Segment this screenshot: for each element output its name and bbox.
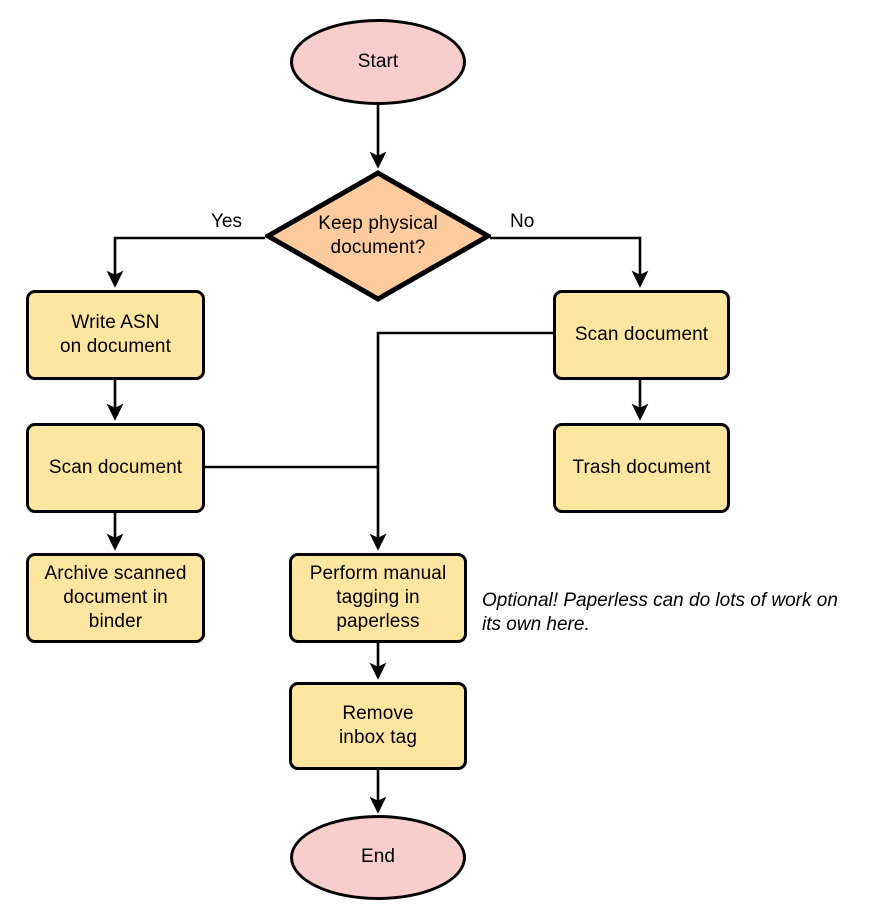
edge-label-yes: Yes [211, 211, 242, 232]
node-archive-label-line1: Archive scanned [44, 562, 187, 584]
node-remove-inbox-label-line2: inbox tag [338, 727, 417, 748]
node-write-asn-label-line2: on document [60, 336, 171, 357]
node-archive-scanned-document[interactable]: Archive scanned document in binder [26, 553, 205, 643]
node-decision-label-line2: document? [330, 237, 426, 258]
node-archive-label-line3: binder [88, 611, 143, 633]
node-archive-label: Archive scanned document in binder [45, 562, 187, 635]
node-decision-keep-physical-document[interactable]: Keep physical document? [265, 170, 491, 302]
node-trash-document-label: Trash document [572, 456, 711, 478]
node-tagging-label: Perform manual tagging in paperless [310, 562, 447, 635]
node-remove-inbox-label: Remove inbox tag [339, 702, 417, 751]
node-tagging-label-line2: tagging in [336, 586, 420, 608]
node-start[interactable]: Start [290, 19, 466, 105]
node-perform-manual-tagging[interactable]: Perform manual tagging in paperless [289, 553, 467, 643]
note-optional-line1: Optional! Paperless can do lots of work … [482, 590, 838, 611]
edge-scan-right-to-tagging [369, 331, 553, 551]
node-scan-document-right[interactable]: Scan document [553, 290, 730, 380]
edge-label-no: No [510, 211, 535, 232]
note-optional-line2: its own here. [482, 614, 590, 636]
diamond-shape [265, 170, 491, 302]
node-archive-label-line2: document in [63, 586, 168, 608]
edge-decision-yes-to-write-asn [106, 236, 265, 288]
node-tagging-label-line3: paperless [336, 611, 420, 633]
node-end-label: End [360, 846, 396, 868]
node-remove-inbox-label-line1: Remove [342, 702, 414, 724]
node-scan-document-right-label: Scan document [574, 323, 709, 345]
node-scan-document-left[interactable]: Scan document [26, 423, 205, 513]
node-write-asn-label: Write ASN on document [60, 311, 171, 360]
node-tagging-label-line1: Perform manual [309, 562, 447, 584]
node-trash-document[interactable]: Trash document [553, 423, 730, 513]
node-end[interactable]: End [290, 815, 466, 900]
node-decision-label: Keep physical document? [292, 212, 464, 261]
edge-decision-no-to-scan-right [490, 236, 649, 288]
node-remove-inbox-tag[interactable]: Remove inbox tag [289, 682, 467, 770]
node-write-asn-on-document[interactable]: Write ASN on document [26, 290, 205, 380]
node-decision-label-line1: Keep physical [318, 212, 438, 234]
node-scan-document-left-label: Scan document [48, 456, 183, 478]
node-write-asn-label-line1: Write ASN [71, 311, 160, 333]
note-optional-paperless: Optional! Paperless can do lots of work … [482, 589, 882, 638]
node-start-label: Start [357, 50, 399, 72]
